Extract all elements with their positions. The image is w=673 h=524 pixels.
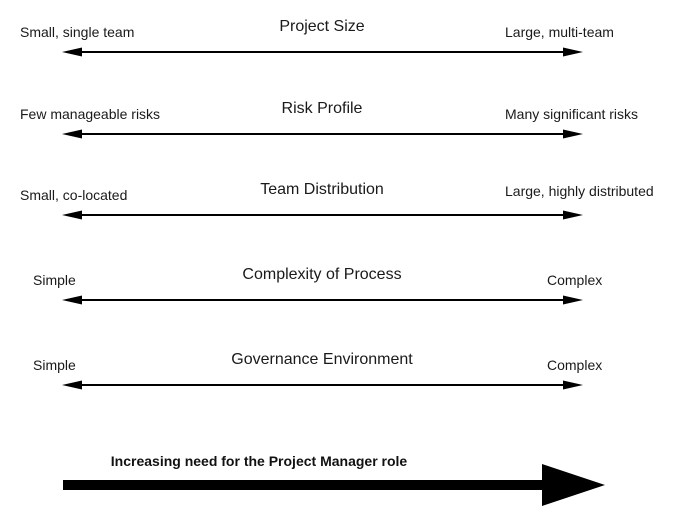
double-arrow bbox=[62, 129, 583, 139]
spectrum-row-risk-profile: Few manageable risks Risk Profile Many s… bbox=[0, 100, 673, 160]
double-arrow bbox=[62, 210, 583, 220]
row-title: Team Distribution bbox=[260, 181, 384, 198]
spectrum-row-project-size: Small, single team Project Size Large, m… bbox=[0, 18, 673, 78]
row-left-label: Simple bbox=[33, 272, 76, 288]
spectrum-row-team-distribution: Small, co-located Team Distribution Larg… bbox=[0, 181, 673, 241]
row-left-label: Small, single team bbox=[20, 24, 135, 40]
row-left-label: Few manageable risks bbox=[20, 106, 161, 122]
row-title: Risk Profile bbox=[281, 100, 363, 117]
row-right-label: Complex bbox=[547, 272, 603, 288]
row-title: Complexity of Process bbox=[242, 266, 402, 283]
spectrum-row-governance-environment: Simple Governance Environment Complex bbox=[0, 351, 673, 411]
spectrum-row-complexity-of-process: Simple Complexity of Process Complex bbox=[0, 266, 673, 326]
bottom-arrow-icon bbox=[63, 464, 605, 506]
row-right-label: Large, multi-team bbox=[505, 24, 614, 40]
row-right-label: Many significant risks bbox=[505, 106, 639, 122]
double-arrow bbox=[62, 295, 583, 305]
row-left-label: Small, co-located bbox=[20, 187, 128, 203]
double-arrow bbox=[62, 47, 583, 57]
row-left-label: Simple bbox=[33, 357, 76, 373]
row-right-label: Complex bbox=[547, 357, 603, 373]
row-right-label: Large, highly distributed bbox=[505, 183, 654, 199]
double-arrow bbox=[62, 380, 583, 390]
row-title: Governance Environment bbox=[231, 351, 413, 368]
footer-label: Increasing need for the Project Manager … bbox=[110, 453, 408, 469]
row-title: Project Size bbox=[279, 18, 365, 35]
